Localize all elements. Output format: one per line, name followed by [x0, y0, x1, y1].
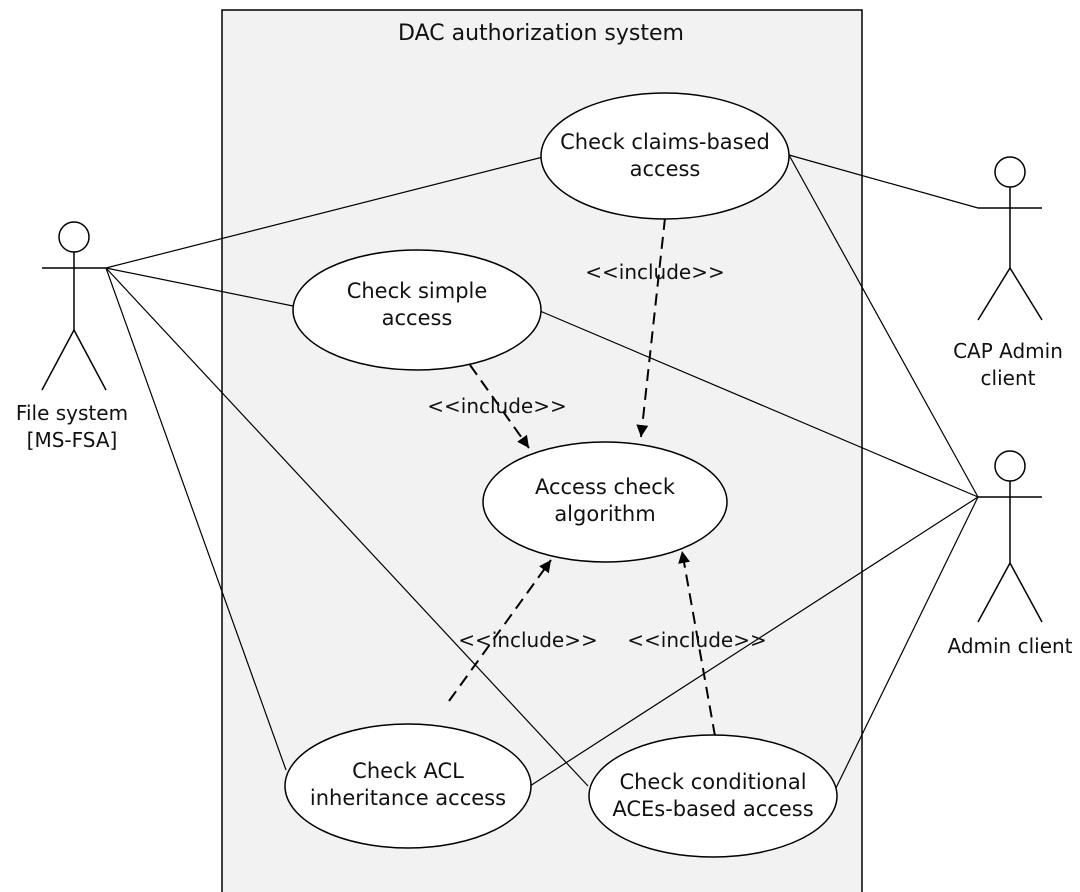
use-case-algorithm-shape	[482, 441, 728, 563]
actor-file-system-head	[58, 221, 90, 253]
use-case-simple: Check simple access	[292, 249, 542, 371]
actor-cap-admin-leg-right	[1009, 267, 1043, 321]
assoc-admin-acl	[529, 496, 979, 787]
actor-file-system	[41, 221, 107, 391]
assoc-fs-simple	[105, 267, 294, 307]
use-case-conditional-shape	[588, 734, 838, 858]
assoc-fs-conditional	[105, 267, 589, 787]
actor-cap-admin	[977, 156, 1043, 321]
include-dependencies	[448, 217, 716, 737]
use-case-simple-shape	[292, 249, 542, 371]
assoc-admin-claims	[788, 154, 979, 498]
include-label-simple: <<include>>	[427, 394, 567, 418]
use-case-claims: Check claims-based access	[540, 92, 790, 220]
include-label-acl: <<include>>	[458, 628, 598, 652]
include-arrow-acl	[448, 559, 552, 702]
use-case-claims-shape	[540, 92, 790, 220]
actor-cap-admin-head	[994, 156, 1026, 188]
use-case-acl-label-2: inheritance access	[310, 786, 506, 810]
use-case-algorithm: Access check algorithm	[482, 441, 728, 563]
use-case-claims-label-2: access	[630, 157, 701, 181]
use-case-conditional-label-2: ACEs-based access	[612, 797, 813, 821]
use-case-conditional-label-1: Check conditional	[619, 770, 806, 794]
include-label-conditional: <<include>>	[627, 628, 767, 652]
use-case-simple-label-1: Check simple	[347, 279, 488, 303]
actor-cap-admin-leg-left	[977, 267, 1011, 321]
use-case-acl-label-1: Check ACL	[352, 759, 464, 783]
assoc-cap-claims	[788, 154, 979, 209]
use-case-algorithm-label-1: Access check	[535, 475, 676, 499]
actor-file-system-leg-left	[41, 329, 75, 391]
actor-admin-leg-right	[1009, 562, 1043, 623]
actor-admin-label: Admin client	[947, 634, 1072, 658]
assoc-admin-simple	[539, 310, 979, 498]
use-case-conditional: Check conditional ACEs-based access	[588, 734, 838, 858]
actor-admin	[977, 450, 1043, 623]
assoc-admin-conditional	[833, 496, 979, 793]
include-arrow-conditional	[678, 550, 716, 737]
associations	[105, 154, 979, 793]
include-arrow-simple	[469, 364, 530, 449]
use-case-algorithm-label-2: algorithm	[554, 502, 655, 526]
use-case-acl-shape	[284, 723, 532, 849]
actor-file-system-label-2: [MS-FSA]	[27, 428, 118, 452]
actor-file-system-label-1: File system	[16, 401, 128, 425]
system-title: DAC authorization system	[398, 21, 684, 46]
include-label-claims: <<include>>	[585, 260, 725, 284]
assoc-fs-acl	[105, 267, 287, 771]
actor-cap-admin-label-1: CAP Admin	[953, 339, 1063, 363]
use-case-acl: Check ACL inheritance access	[284, 723, 532, 849]
use-case-claims-label-1: Check claims-based	[560, 130, 770, 154]
assoc-fs-claims	[105, 156, 544, 269]
use-case-simple-label-2: access	[382, 306, 453, 330]
actor-admin-leg-left	[977, 562, 1011, 623]
actor-file-system-leg-right	[73, 329, 107, 391]
actor-admin-head	[994, 450, 1026, 482]
actor-cap-admin-label-2: client	[981, 366, 1036, 390]
